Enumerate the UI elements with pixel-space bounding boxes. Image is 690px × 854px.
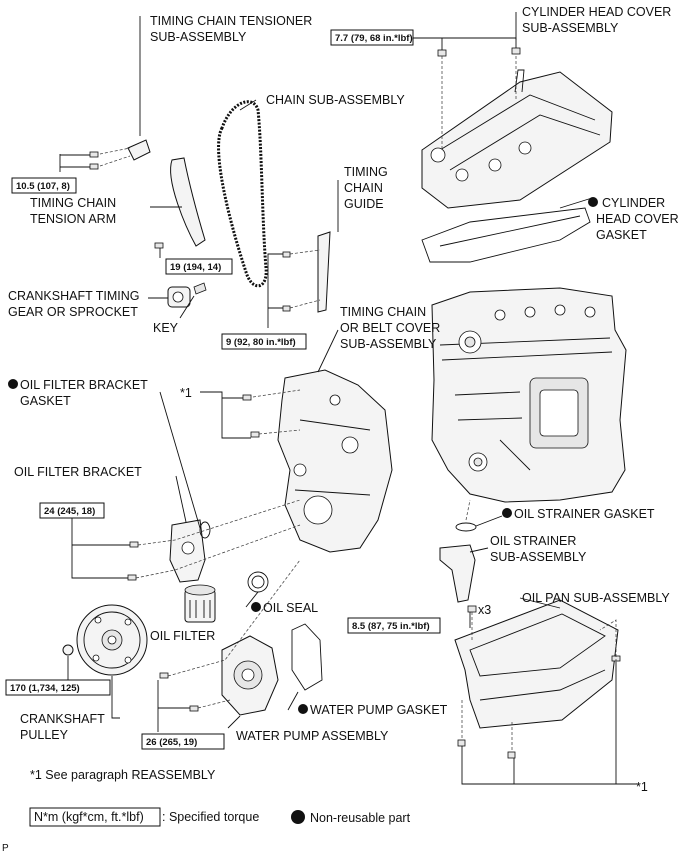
chain-guide-drawing (317, 231, 331, 313)
oil-pan-drawing (454, 599, 619, 729)
torque-guide: 9 (92, 80 in.*lbf) (226, 337, 296, 348)
torque-head-cover: 7.7 (79, 68 in.*lbf) (335, 33, 413, 44)
label-pulley-line1: CRANKSHAFT (20, 712, 105, 726)
label-crank-gear-line2: GEAR OR SPROCKET (8, 305, 138, 319)
oil-seal-drawing (247, 571, 269, 593)
label-key: KEY (153, 321, 179, 335)
bracket-gasket-drawing (199, 521, 211, 539)
label-tensioner-line2: SUB-ASSEMBLY (150, 30, 247, 44)
legend-torque-text: : Specified torque (162, 810, 259, 824)
label-head-cover-line2: SUB-ASSEMBLY (522, 21, 619, 35)
torque-oil-pan: 8.5 (87, 75 in.*lbf) (352, 621, 430, 632)
alignment-lines (99, 56, 617, 750)
label-head-cover-line1: CYLINDER HEAD COVER (522, 5, 671, 19)
label-ref1-cover: *1 (180, 386, 192, 400)
non-reusable-mark (298, 704, 308, 714)
non-reusable-mark (251, 602, 261, 612)
label-tension-arm-line1: TIMING CHAIN (30, 196, 116, 210)
crank-pulley-drawing (76, 604, 148, 676)
label-head-gasket-line2: HEAD COVER (596, 212, 679, 226)
chain-cover-drawing (277, 369, 393, 553)
label-strainer-line1: OIL STRAINER (490, 534, 576, 548)
label-crank-gear-line1: CRANKSHAFT TIMING (8, 289, 140, 303)
label-chain-cover-line1: TIMING CHAIN (340, 305, 426, 319)
label-water-pump-gasket: WATER PUMP GASKET (310, 703, 448, 717)
oil-filter-drawing (184, 584, 216, 623)
label-bracket-gasket-line1: OIL FILTER BRACKET (20, 378, 148, 392)
tensioner-drawing (127, 139, 151, 161)
label-tensioner-line1: TIMING CHAIN TENSIONER (150, 14, 312, 28)
label-x3: x3 (478, 603, 491, 617)
legend-non-reusable-text: Non-reusable part (310, 811, 411, 825)
label-guide-line1: TIMING (344, 165, 388, 179)
label-strainer-gasket: OIL STRAINER GASKET (514, 507, 655, 521)
label-guide-line2: CHAIN (344, 181, 383, 195)
non-reusable-mark (502, 508, 512, 518)
engine-block-drawing (431, 287, 627, 503)
legend-non-reusable-mark (291, 810, 305, 824)
label-pulley-line2: PULLEY (20, 728, 69, 742)
label-strainer-line2: SUB-ASSEMBLY (490, 550, 587, 564)
crank-sprocket-drawing (167, 282, 207, 308)
label-chain-cover-line2: OR BELT COVER (340, 321, 440, 335)
torque-tensioner: 10.5 (107, 8) (16, 181, 70, 192)
label-oil-pan: OIL PAN SUB-ASSEMBLY (522, 591, 670, 605)
head-cover-gasket-drawing (421, 207, 591, 263)
legend-torque-box: N*m (kgf*cm, ft.*lbf) (34, 810, 144, 824)
cylinder-head-cover-drawing (421, 69, 613, 209)
torque-pulley: 170 (1,734, 125) (10, 683, 80, 694)
non-reusable-mark (588, 197, 598, 207)
label-water-pump: WATER PUMP ASSEMBLY (236, 729, 389, 743)
water-pump-drawing (221, 635, 279, 716)
label-filter-bracket: OIL FILTER BRACKET (14, 465, 142, 479)
corner-mark: P (2, 843, 9, 854)
water-pump-gasket-drawing (291, 623, 323, 691)
bolts (89, 47, 621, 759)
torque-bracket: 24 (245, 18) (44, 506, 95, 517)
leader-lines (59, 12, 640, 785)
pulley-bolt-drawing (62, 644, 74, 656)
non-reusable-mark (8, 379, 18, 389)
label-ref1-pan: *1 (636, 780, 648, 794)
torque-water-pump: 26 (265, 19) (146, 737, 197, 748)
label-tension-arm-line2: TENSION ARM (30, 212, 116, 226)
torque-tension-arm: 19 (194, 14) (170, 262, 221, 273)
label-head-gasket-line3: GASKET (596, 228, 647, 242)
strainer-gasket-drawing (455, 522, 477, 532)
label-chain: CHAIN SUB-ASSEMBLY (266, 93, 405, 107)
label-guide-line3: GUIDE (344, 197, 384, 211)
label-oil-filter: OIL FILTER (150, 629, 215, 643)
label-chain-cover-line3: SUB-ASSEMBLY (340, 337, 437, 351)
label-head-gasket-line1: CYLINDER (602, 196, 665, 210)
timing-chain-drawing (217, 100, 268, 288)
label-bracket-gasket-line2: GASKET (20, 394, 71, 408)
tension-arm-drawing (170, 157, 206, 247)
label-oil-seal: OIL SEAL (263, 601, 318, 615)
oil-strainer-drawing (439, 544, 476, 603)
footnote: *1 See paragraph REASSEMBLY (30, 768, 216, 782)
filter-bracket-drawing (169, 519, 206, 583)
